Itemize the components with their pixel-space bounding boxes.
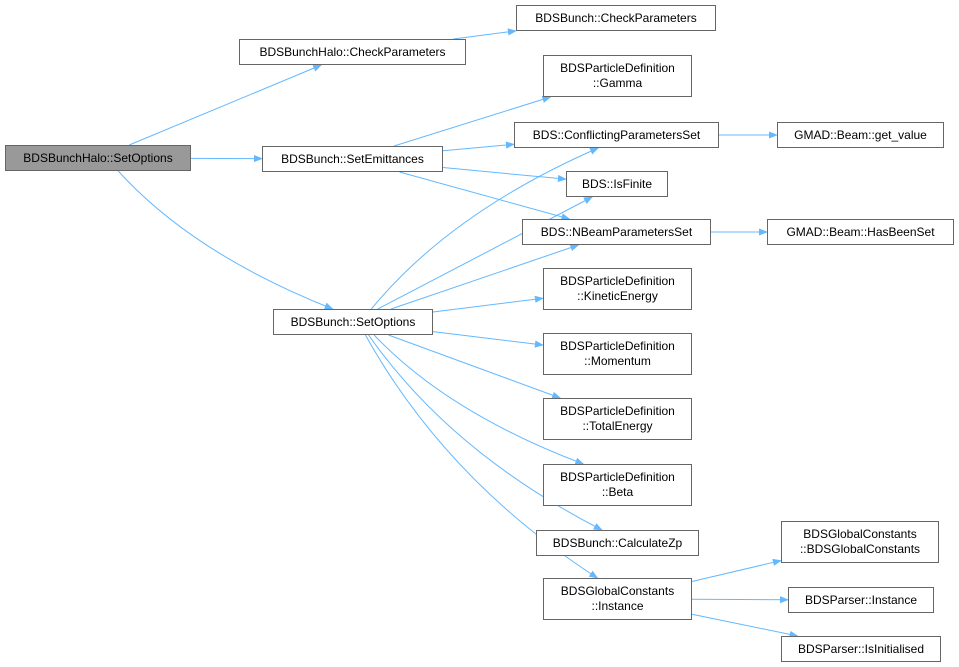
node-label: BDSBunch::CheckParameters <box>535 10 697 25</box>
node-bdsparticledefinition-totalenergy[interactable]: BDSParticleDefinition ::TotalEnergy <box>543 398 692 440</box>
node-label: BDS::IsFinite <box>581 176 653 191</box>
edge-gc_instance-to-gc_ctor <box>691 558 782 582</box>
node-label: BDSBunch::SetEmittances <box>281 151 424 166</box>
edge-set_emittances-to-is_finite <box>442 167 567 183</box>
node-bdsparser-instance[interactable]: BDSParser::Instance <box>788 587 934 613</box>
node-bdsparticledefinition-gamma[interactable]: BDSParticleDefinition ::Gamma <box>543 55 692 97</box>
node-bdsbunch-calculatezp[interactable]: BDSBunch::CalculateZp <box>536 530 699 556</box>
node-label-line-2: ::BDSGlobalConstants <box>799 542 921 556</box>
node-label-line-2: ::Gamma <box>592 76 643 90</box>
node-label-line-1: BDSParticleDefinition <box>560 404 675 418</box>
node-label-line-1: BDSParticleDefinition <box>560 274 675 288</box>
node-label-line-1: BDSGlobalConstants <box>803 527 917 541</box>
edge-gc_instance-to-parser_init <box>691 613 799 638</box>
edge-set_emittances-to-gamma <box>393 95 552 147</box>
node-label-line-1: BDSParticleDefinition <box>560 61 675 75</box>
node-label-line-2: ::KineticEnergy <box>577 289 658 303</box>
edge-set_options-to-calc_zp <box>368 334 603 531</box>
node-label: BDSParser::Instance <box>804 592 918 607</box>
node-bds-conflictingparametersset[interactable]: BDS::ConflictingParametersSet <box>514 122 719 148</box>
node-label: BDSBunchHalo::CheckParameters <box>259 44 446 59</box>
edge-set_options-to-nbeam <box>390 244 580 310</box>
edge-set_emittances-to-conflicting <box>442 141 515 152</box>
node-label: BDSBunch::CalculateZp <box>552 535 683 550</box>
node-gmad-beam-hasbeenset[interactable]: GMAD::Beam::HasBeenSet <box>767 219 954 245</box>
edge-set_options-to-momentum <box>432 331 544 348</box>
edge-set_emittances-to-nbeam <box>399 171 571 221</box>
edge-root-to-halo_check <box>129 64 323 146</box>
edge-set_options-to-kinetic <box>432 295 544 313</box>
node-label: BDSBunchHalo::SetOptions <box>23 150 173 165</box>
node-bds-isfinite[interactable]: BDS::IsFinite <box>566 171 668 197</box>
node-label-line-2: ::Instance <box>591 599 644 613</box>
node-bdsparticledefinition-kineticenergy[interactable]: BDSParticleDefinition ::KineticEnergy <box>543 268 692 310</box>
node-label: BDS::ConflictingParametersSet <box>532 127 701 142</box>
node-label-line-2: ::Beta <box>601 485 634 499</box>
node-label-line-1: BDSParticleDefinition <box>560 339 675 353</box>
node-bdsglobalconstants-instance[interactable]: BDSGlobalConstants ::Instance <box>543 578 692 620</box>
edge-set_options-to-beta <box>373 334 585 465</box>
node-bdsparticledefinition-momentum[interactable]: BDSParticleDefinition ::Momentum <box>543 333 692 375</box>
node-label: BDS::NBeamParametersSet <box>540 224 693 239</box>
edge-set_options-to-is_finite <box>377 196 593 310</box>
edge-halo_check-to-bunch_check <box>453 28 517 40</box>
node-bdsparser-isinitialised[interactable]: BDSParser::IsInitialised <box>781 636 941 662</box>
node-label: BDSParser::IsInitialised <box>797 641 925 656</box>
node-bdsparticledefinition-beta[interactable]: BDSParticleDefinition ::Beta <box>543 464 692 506</box>
edge-set_options-to-total_energy <box>388 334 562 399</box>
node-bdsbunchhalo-setoptions: BDSBunchHalo::SetOptions <box>5 145 191 171</box>
node-label: GMAD::Beam::HasBeenSet <box>786 224 935 239</box>
node-bdsbunch-setemittances[interactable]: BDSBunch::SetEmittances <box>262 146 443 172</box>
node-gmad-beam-get-value[interactable]: GMAD::Beam::get_value <box>777 122 944 148</box>
node-bdsglobalconstants-bdsglobalconstants[interactable]: BDSGlobalConstants ::BDSGlobalConstants <box>781 521 939 563</box>
node-label-line-2: ::TotalEnergy <box>582 419 653 433</box>
node-label: BDSBunch::SetOptions <box>290 314 416 329</box>
edge-set_options-to-conflicting <box>370 147 600 310</box>
edge-root-to-set_options <box>117 170 334 310</box>
node-label-line-2: ::Momentum <box>584 354 651 368</box>
node-label-line-1: BDSParticleDefinition <box>560 470 675 484</box>
node-bdsbunch-setoptions[interactable]: BDSBunch::SetOptions <box>273 309 433 335</box>
node-bdsbunch-checkparameters[interactable]: BDSBunch::CheckParameters <box>516 5 716 31</box>
node-bdsbunchhalo-checkparameters[interactable]: BDSBunchHalo::CheckParameters <box>239 39 466 65</box>
node-label-line-1: BDSGlobalConstants <box>560 584 675 598</box>
node-label: GMAD::Beam::get_value <box>794 127 927 142</box>
node-bds-nbeamparametersset[interactable]: BDS::NBeamParametersSet <box>522 219 711 245</box>
